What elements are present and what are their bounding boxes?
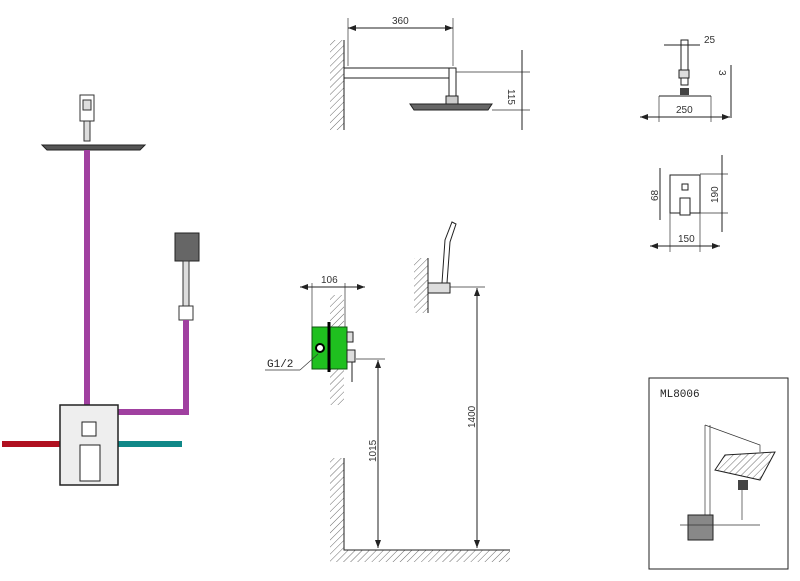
outlet-pipe-handshower xyxy=(118,320,189,415)
dim-valve-depth: 106 xyxy=(321,275,338,286)
rain-shower-head xyxy=(40,144,147,151)
plumbing-schematic xyxy=(2,94,200,486)
dim-arm-diameter: 25 xyxy=(704,35,716,46)
shower-arm-side-view: 360 115 xyxy=(330,16,530,130)
shower-head-front-view: 250 25 3 xyxy=(640,35,732,122)
dim-head-thickness: 3 xyxy=(716,70,727,76)
dim-plate-width: 150 xyxy=(678,234,695,245)
valve-plate-front-view: 190 68 150 xyxy=(650,155,728,252)
dim-handshower-height: 1400 xyxy=(467,405,478,428)
dim-head-width: 250 xyxy=(676,105,693,116)
cold-water-pipe xyxy=(118,441,182,447)
outlet-pipe-overhead xyxy=(84,150,90,405)
hand-shower-head xyxy=(174,232,200,262)
dim-arm-length: 360 xyxy=(392,16,409,27)
model-number: ML8006 xyxy=(660,389,700,401)
thread-label: G1/2 xyxy=(267,359,293,371)
installation-side-view: 106 G1/2 1015 1400 xyxy=(265,221,510,562)
dim-valve-height: 1015 xyxy=(368,439,379,462)
model-inset: ML8006 xyxy=(648,377,789,570)
dim-plate-height: 190 xyxy=(710,186,721,203)
dim-arm-drop: 115 xyxy=(505,89,516,105)
dim-valve-offset: 68 xyxy=(650,189,661,201)
hot-water-pipe xyxy=(2,441,64,447)
mixer-handle xyxy=(79,444,101,482)
